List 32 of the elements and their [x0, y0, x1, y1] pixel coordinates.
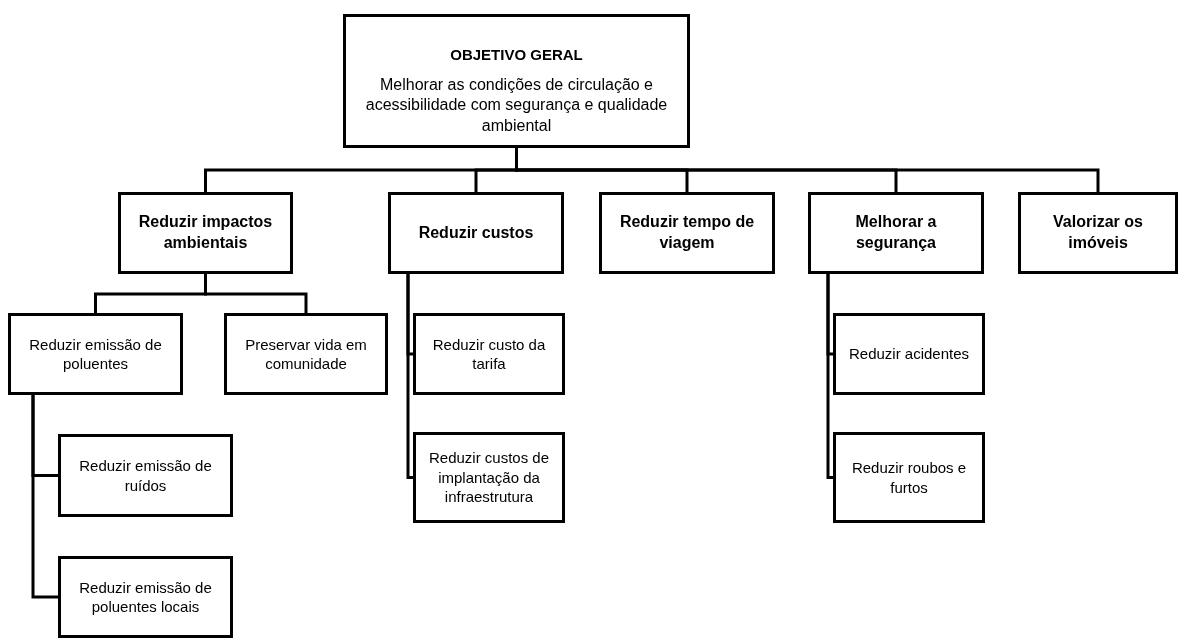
box-text: Reduzir acidentes — [848, 344, 970, 364]
box-text: Reduzir custos de implantação da infraestrutura — [427, 448, 551, 507]
goal-box — [58, 434, 233, 517]
goal-box — [808, 192, 984, 274]
box-text: Reduzir custos — [418, 222, 534, 243]
goal-box — [388, 192, 564, 274]
box-text: Reduzir roubos e furtos — [850, 458, 968, 497]
goal-box — [1018, 192, 1178, 274]
goal-box — [118, 192, 293, 274]
goal-box — [833, 432, 985, 523]
box-text: Reduzir custo da tarifa — [431, 334, 547, 374]
connector-line — [406, 274, 413, 479]
box-text: Valorizar os imóveis — [1052, 212, 1144, 253]
box-text: Melhorar a segurança — [854, 212, 938, 253]
goal-box — [833, 313, 985, 395]
goal-box — [58, 556, 233, 638]
box-text: Reduzir emissão de ruídos — [78, 456, 213, 495]
goal-box — [8, 313, 183, 395]
box-text: Reduzir tempo de viagem — [618, 212, 756, 253]
box-text: Melhorar as condições de circulação e acessibilidade com segurança e qualidade ambiental — [364, 74, 669, 137]
connector-line — [31, 395, 58, 599]
box-text: Reduzir impactos ambientais — [137, 212, 274, 253]
goal-box — [413, 432, 565, 523]
goal-box — [343, 14, 690, 148]
box-text: Reduzir emissão de poluentes — [28, 334, 163, 374]
box-text: Preservar vida em comunidade — [244, 334, 368, 374]
box-heading: OBJETIVO GERAL — [450, 45, 583, 65]
goal-box — [224, 313, 388, 395]
goal-box — [599, 192, 775, 274]
box-text: Reduzir emissão de poluentes locais — [78, 577, 213, 617]
connector-line — [826, 274, 833, 479]
goal-box — [413, 313, 565, 395]
